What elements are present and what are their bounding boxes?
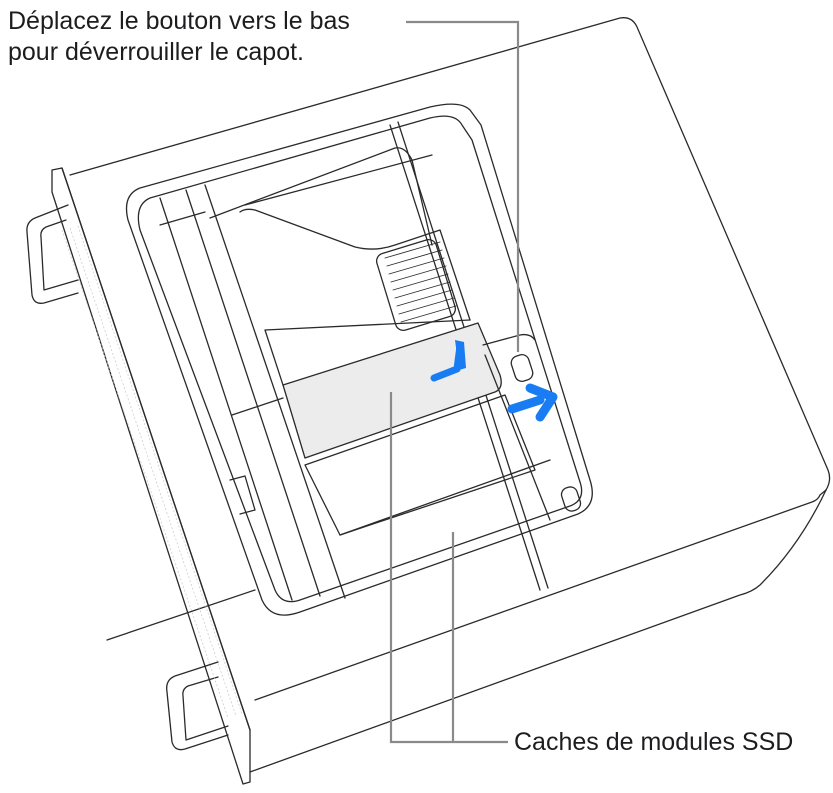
leader-top (406, 20, 520, 352)
ssd-cover-1 (282, 322, 502, 459)
handle-top (26, 204, 79, 304)
callout-line-2: pour déverrouiller le capot. (8, 38, 304, 66)
bay-frame-outer (125, 103, 593, 616)
latch-top (510, 354, 534, 382)
leader-bottom (389, 392, 508, 744)
chassis-top (69, 17, 831, 491)
callout-ssd-covers: Caches de modules SSD (514, 728, 794, 756)
bay-frame-inner (137, 115, 583, 603)
arrow-right-icon (507, 383, 558, 422)
ssd-cover-2 (304, 394, 536, 536)
callout-line-1: Déplacez le bouton vers le bas (8, 7, 350, 35)
handle-bottom (166, 661, 229, 751)
chassis-side (249, 489, 827, 773)
bent-arrow-tip (455, 340, 466, 370)
latch-bottom (560, 486, 582, 512)
vent-grille (375, 239, 457, 331)
callout-unlock-instruction: Déplacez le bouton vers le bas pour déve… (8, 6, 350, 68)
shroud (239, 208, 471, 321)
